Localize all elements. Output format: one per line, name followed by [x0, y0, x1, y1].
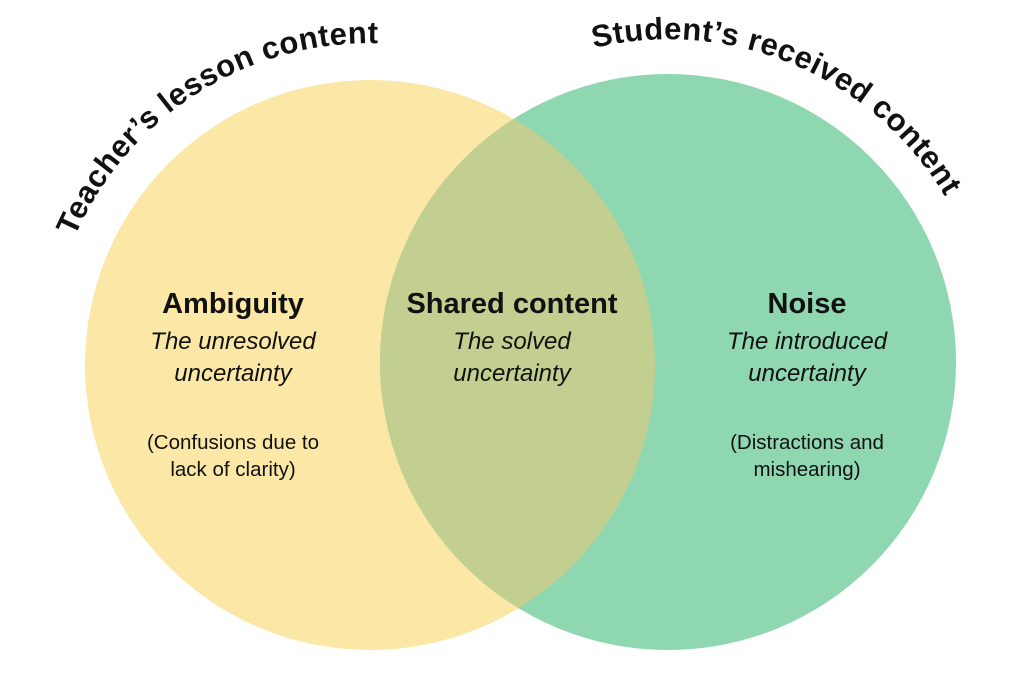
left-zone-subtitle: The unresolved uncertainty [150, 328, 316, 387]
left-zone-label: Ambiguity [162, 288, 304, 320]
left-zone: Ambiguity The unresolved uncertainty (Co… [108, 288, 358, 484]
overlap-region [380, 80, 655, 650]
overlap-zone-label: Shared content [406, 288, 618, 320]
right-zone-label: Noise [767, 288, 847, 320]
overlap-zone: Shared content The solved uncertainty [387, 288, 637, 389]
right-zone-subtitle: The introduced uncertainty [726, 328, 888, 387]
left-zone-note: (Confusions due to lack of clarity) [146, 430, 320, 482]
right-zone: Noise The introduced uncertainty (Distra… [682, 288, 932, 484]
right-zone-note: (Distractions and mishearing) [730, 430, 884, 482]
overlap-zone-subtitle: The solved uncertainty [453, 328, 571, 387]
